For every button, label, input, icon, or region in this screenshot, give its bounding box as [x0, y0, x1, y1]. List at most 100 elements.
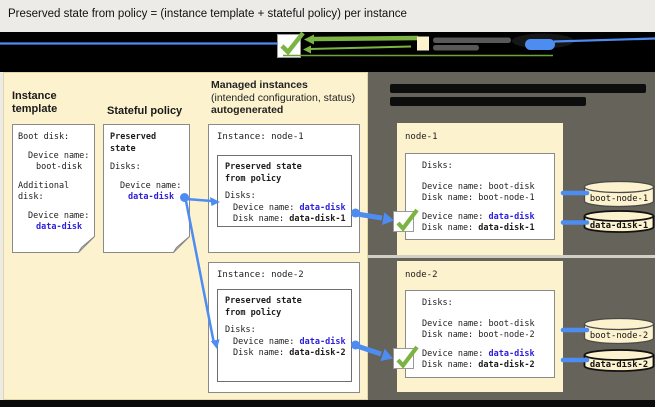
stateful-policy-heading: Stateful policy [107, 105, 183, 117]
gray-bar [433, 37, 511, 43]
green-arrowhead-icon [303, 45, 311, 54]
disk-cylinder-data-disk-2: data-disk-2 [583, 349, 655, 372]
page-title: Preserved state from policy = (instance … [8, 8, 407, 20]
device-value: data-disk [488, 348, 535, 359]
vm-disks-box-node-1: Disks: Device name: boot-disk Disk name:… [405, 153, 555, 240]
disk-cylinder-boot-node-1: boot-node-1 [583, 180, 655, 208]
heading-line: Managed instances [211, 79, 308, 91]
box-line: Disks: [422, 298, 453, 308]
instance-template-doc: Boot disk: Device name: boot-disk Additi… [12, 124, 95, 253]
device-label: Device name: [233, 202, 300, 213]
disk-label: data-disk-1 [590, 220, 648, 231]
managed-instances-heading: Managed instances (intended configuratio… [211, 79, 366, 117]
page-fold-icon [173, 236, 190, 253]
heading-line: autogenerated [211, 104, 284, 116]
box-line: Disks: [422, 161, 453, 171]
device-label: Device name: [422, 318, 489, 329]
doc-line: state [110, 143, 136, 154]
check-icon [396, 208, 419, 232]
blue-connector-line [553, 37, 655, 43]
device-value: boot-disk [488, 318, 535, 329]
heading-line: Instance [12, 90, 57, 102]
vm-name: node-2 [405, 270, 438, 280]
device-value: boot-disk [488, 181, 535, 192]
title-bar: Preserved state from policy = (instance … [0, 0, 655, 32]
box-line: Disk name: data-disk-1 [233, 214, 351, 226]
doc-line: Device name: [120, 180, 182, 191]
doc-line: Preserved [110, 132, 157, 142]
box-line: Disks: [225, 325, 256, 335]
disk-value: boot-node-1 [478, 193, 535, 203]
disk-value: boot-node-2 [478, 330, 535, 340]
instance-title: Instance: node-1 [217, 132, 304, 142]
doc-line: Disks: [110, 162, 141, 172]
box-line: Disks: [225, 191, 256, 201]
template-chip [417, 36, 429, 51]
gray-bar [433, 45, 479, 51]
vm-disks-box-node-2: Disks: Device name: boot-disk Disk name:… [405, 290, 555, 378]
box-line: Device name: data-disk [422, 349, 554, 361]
page-fold-icon [78, 236, 95, 253]
doc-line: Additional [18, 180, 70, 191]
box-line: Device name: data-disk [233, 203, 351, 215]
redacted-text-bar [390, 84, 646, 93]
instance-template-heading: Instance template [12, 90, 57, 116]
instance-title: Instance: node-2 [217, 270, 304, 280]
disk-cylinder-boot-node-2: boot-node-2 [583, 317, 655, 345]
disk-label: Disk name: [233, 348, 290, 358]
stateful-policy-doc: Preserved state Disks: Device name: data… [103, 124, 190, 253]
disk-label: boot-node-2 [590, 331, 648, 341]
redacted-text-bar [390, 96, 586, 106]
disk-value: data-disk-2 [289, 348, 346, 358]
disk-label: Disk name: [422, 360, 479, 370]
disk-label: Disk name: [422, 330, 479, 340]
checkbox [393, 345, 419, 369]
box-line: from policy [225, 173, 282, 184]
mig-band-graphics [0, 31, 655, 58]
box-line: Disk name: data-disk-2 [233, 348, 351, 360]
box-line: from policy [225, 307, 282, 318]
disk-label: Disk name: [233, 214, 290, 224]
box-line: Device name: data-disk [422, 212, 554, 224]
doc-line-data-disk: data-disk [128, 192, 175, 202]
bottom-bar [0, 400, 655, 407]
device-value: data-disk [488, 211, 535, 222]
box-line: Disk name: boot-node-1 [422, 193, 554, 205]
vm-name: node-1 [405, 132, 438, 142]
device-label: Device name: [233, 336, 300, 347]
device-label: Device name: [422, 211, 489, 222]
panel-divider [368, 255, 655, 258]
mig-band [0, 31, 655, 72]
device-label: Device name: [422, 348, 489, 359]
box-line: Disk name: data-disk-1 [422, 223, 554, 235]
box-line: Preserved state [225, 296, 302, 306]
box-line: Device name: boot-disk [422, 182, 554, 194]
preserved-state-box-node-1: Preserved state from policy Disks: Devic… [217, 155, 352, 227]
disk-value: data-disk-1 [478, 223, 535, 233]
checkbox [393, 208, 419, 232]
green-arrow-thin [308, 45, 412, 50]
disk-label: Disk name: [422, 223, 479, 233]
doc-line: disk: [18, 192, 44, 202]
device-value: data-disk [299, 336, 346, 347]
green-arrow [311, 35, 419, 42]
box-line: Disk name: data-disk-2 [422, 360, 554, 372]
doc-line: Device name: [28, 150, 90, 161]
box-line: Disk name: boot-node-2 [422, 330, 554, 342]
check-icon [280, 31, 305, 56]
box-line: Preserved state [225, 162, 302, 172]
device-label: Device name: [422, 181, 489, 192]
heading-line: template [12, 103, 58, 115]
check-icon [396, 345, 419, 369]
preserved-state-box-node-2: Preserved state from policy Disks: Devic… [217, 289, 352, 382]
doc-line: Boot disk: [18, 132, 70, 142]
doc-line: boot-disk [36, 162, 83, 172]
box-line: Device name: data-disk [233, 337, 351, 349]
disk-label: data-disk-2 [590, 359, 648, 370]
device-value: data-disk [299, 202, 346, 213]
green-arrowhead-icon [304, 34, 314, 45]
doc-line: Device name: [28, 210, 90, 221]
disk-value: data-disk-1 [289, 214, 346, 224]
disk-cylinder-data-disk-1: data-disk-1 [583, 210, 655, 233]
disk-value: data-disk-2 [478, 360, 535, 370]
